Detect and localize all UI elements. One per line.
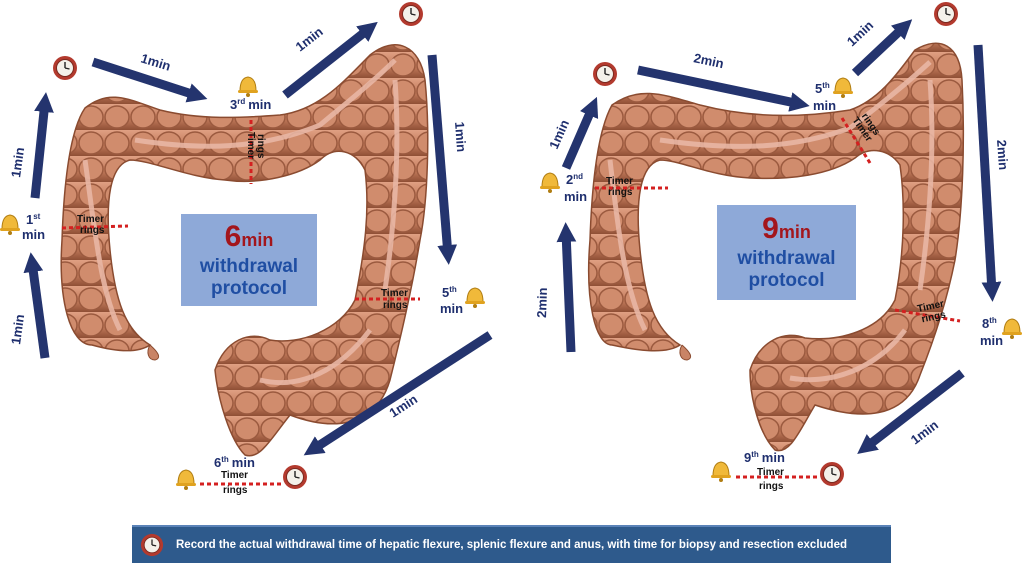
clock-icon <box>52 55 78 81</box>
arrow-right-2 <box>561 96 599 170</box>
timer-lines <box>61 117 961 486</box>
arrow-right-6 <box>857 369 965 455</box>
bell-icon <box>1001 318 1023 340</box>
checkpoint-right-1: 2nd <box>566 172 583 187</box>
colon-illustration-left <box>60 44 429 457</box>
arrow-label-right-2: 1min <box>546 117 572 151</box>
arrow-left-2 <box>30 92 54 199</box>
checkpoint-right-1-unit: min <box>564 189 587 204</box>
bell-icon <box>175 469 197 491</box>
protocol-box-right-line1: withdrawal <box>737 248 836 269</box>
bell-icon <box>710 461 732 483</box>
checkpoint-left-1: 1st <box>26 212 41 227</box>
colon-illustration-right <box>587 42 965 452</box>
arrow-label-left-3: 1min <box>139 51 172 74</box>
arrow-right-3 <box>637 65 810 112</box>
timer-rings-label: Timerrings <box>916 299 947 326</box>
arrow-label-left-2: 1min <box>8 146 27 178</box>
arrow-left-6 <box>303 331 493 456</box>
arrow-left-4 <box>282 21 378 99</box>
arrow-label-right-3: 2min <box>692 50 725 71</box>
arrow-left-5 <box>427 54 458 265</box>
checkpoint-right-3: 8th <box>982 316 997 331</box>
bell-icon <box>237 76 259 98</box>
footer-banner: Record the actual withdrawal time of hep… <box>132 525 891 563</box>
protocol-box-left-line2: protocol <box>211 277 287 299</box>
arrow-label-left-5: 1min <box>452 121 469 152</box>
bell-icon <box>0 214 21 236</box>
arrows-left <box>23 21 493 456</box>
clock-icon <box>398 1 424 27</box>
bell-icon <box>539 172 561 194</box>
checkpoint-right-2: 5th <box>815 81 830 96</box>
protocol-box-right-line2: protocol <box>748 270 825 291</box>
checkpoint-left-1-unit: min <box>22 227 45 242</box>
protocol-box-left-title: 6min <box>224 219 274 253</box>
arrow-label-left-1: 1min <box>8 313 27 345</box>
arrow-label-left-4: 1min <box>293 24 326 55</box>
bell-icon <box>464 287 486 309</box>
arrow-label-right-1: 2min <box>534 287 550 318</box>
clock-icon <box>140 533 164 557</box>
protocol-box-right: 9min withdrawal protocol <box>717 205 856 300</box>
arrows-right <box>556 19 1002 455</box>
clock-icon <box>819 461 845 487</box>
arrow-right-5 <box>973 44 1002 302</box>
footer-text: Record the actual withdrawal time of hep… <box>176 539 847 551</box>
protocol-box-left-line1: withdrawal <box>199 255 299 277</box>
arrow-left-3 <box>91 57 208 103</box>
checkpoint-left-3: 5th <box>442 285 457 300</box>
checkpoint-right-2-unit: min <box>813 98 836 113</box>
clock-icon <box>933 1 959 27</box>
checkpoint-right-3-unit: min <box>980 333 1003 348</box>
arrow-left-1 <box>23 252 50 359</box>
clock-icon <box>592 61 618 87</box>
timer-rings-label: Timerrings <box>245 132 266 159</box>
arrow-right-4 <box>851 19 913 77</box>
protocol-box-right-title: 9min <box>762 212 811 245</box>
checkpoint-left-3-unit: min <box>440 301 463 316</box>
clock-icon <box>282 464 308 490</box>
protocol-box-left: 6min withdrawal protocol <box>181 214 317 306</box>
arrow-label-right-6: 1min <box>908 417 941 447</box>
arrow-right-1 <box>556 222 577 353</box>
arrow-label-right-5: 2min <box>994 139 1011 170</box>
bell-icon <box>832 77 854 99</box>
arrow-label-right-4: 1min <box>844 17 876 49</box>
